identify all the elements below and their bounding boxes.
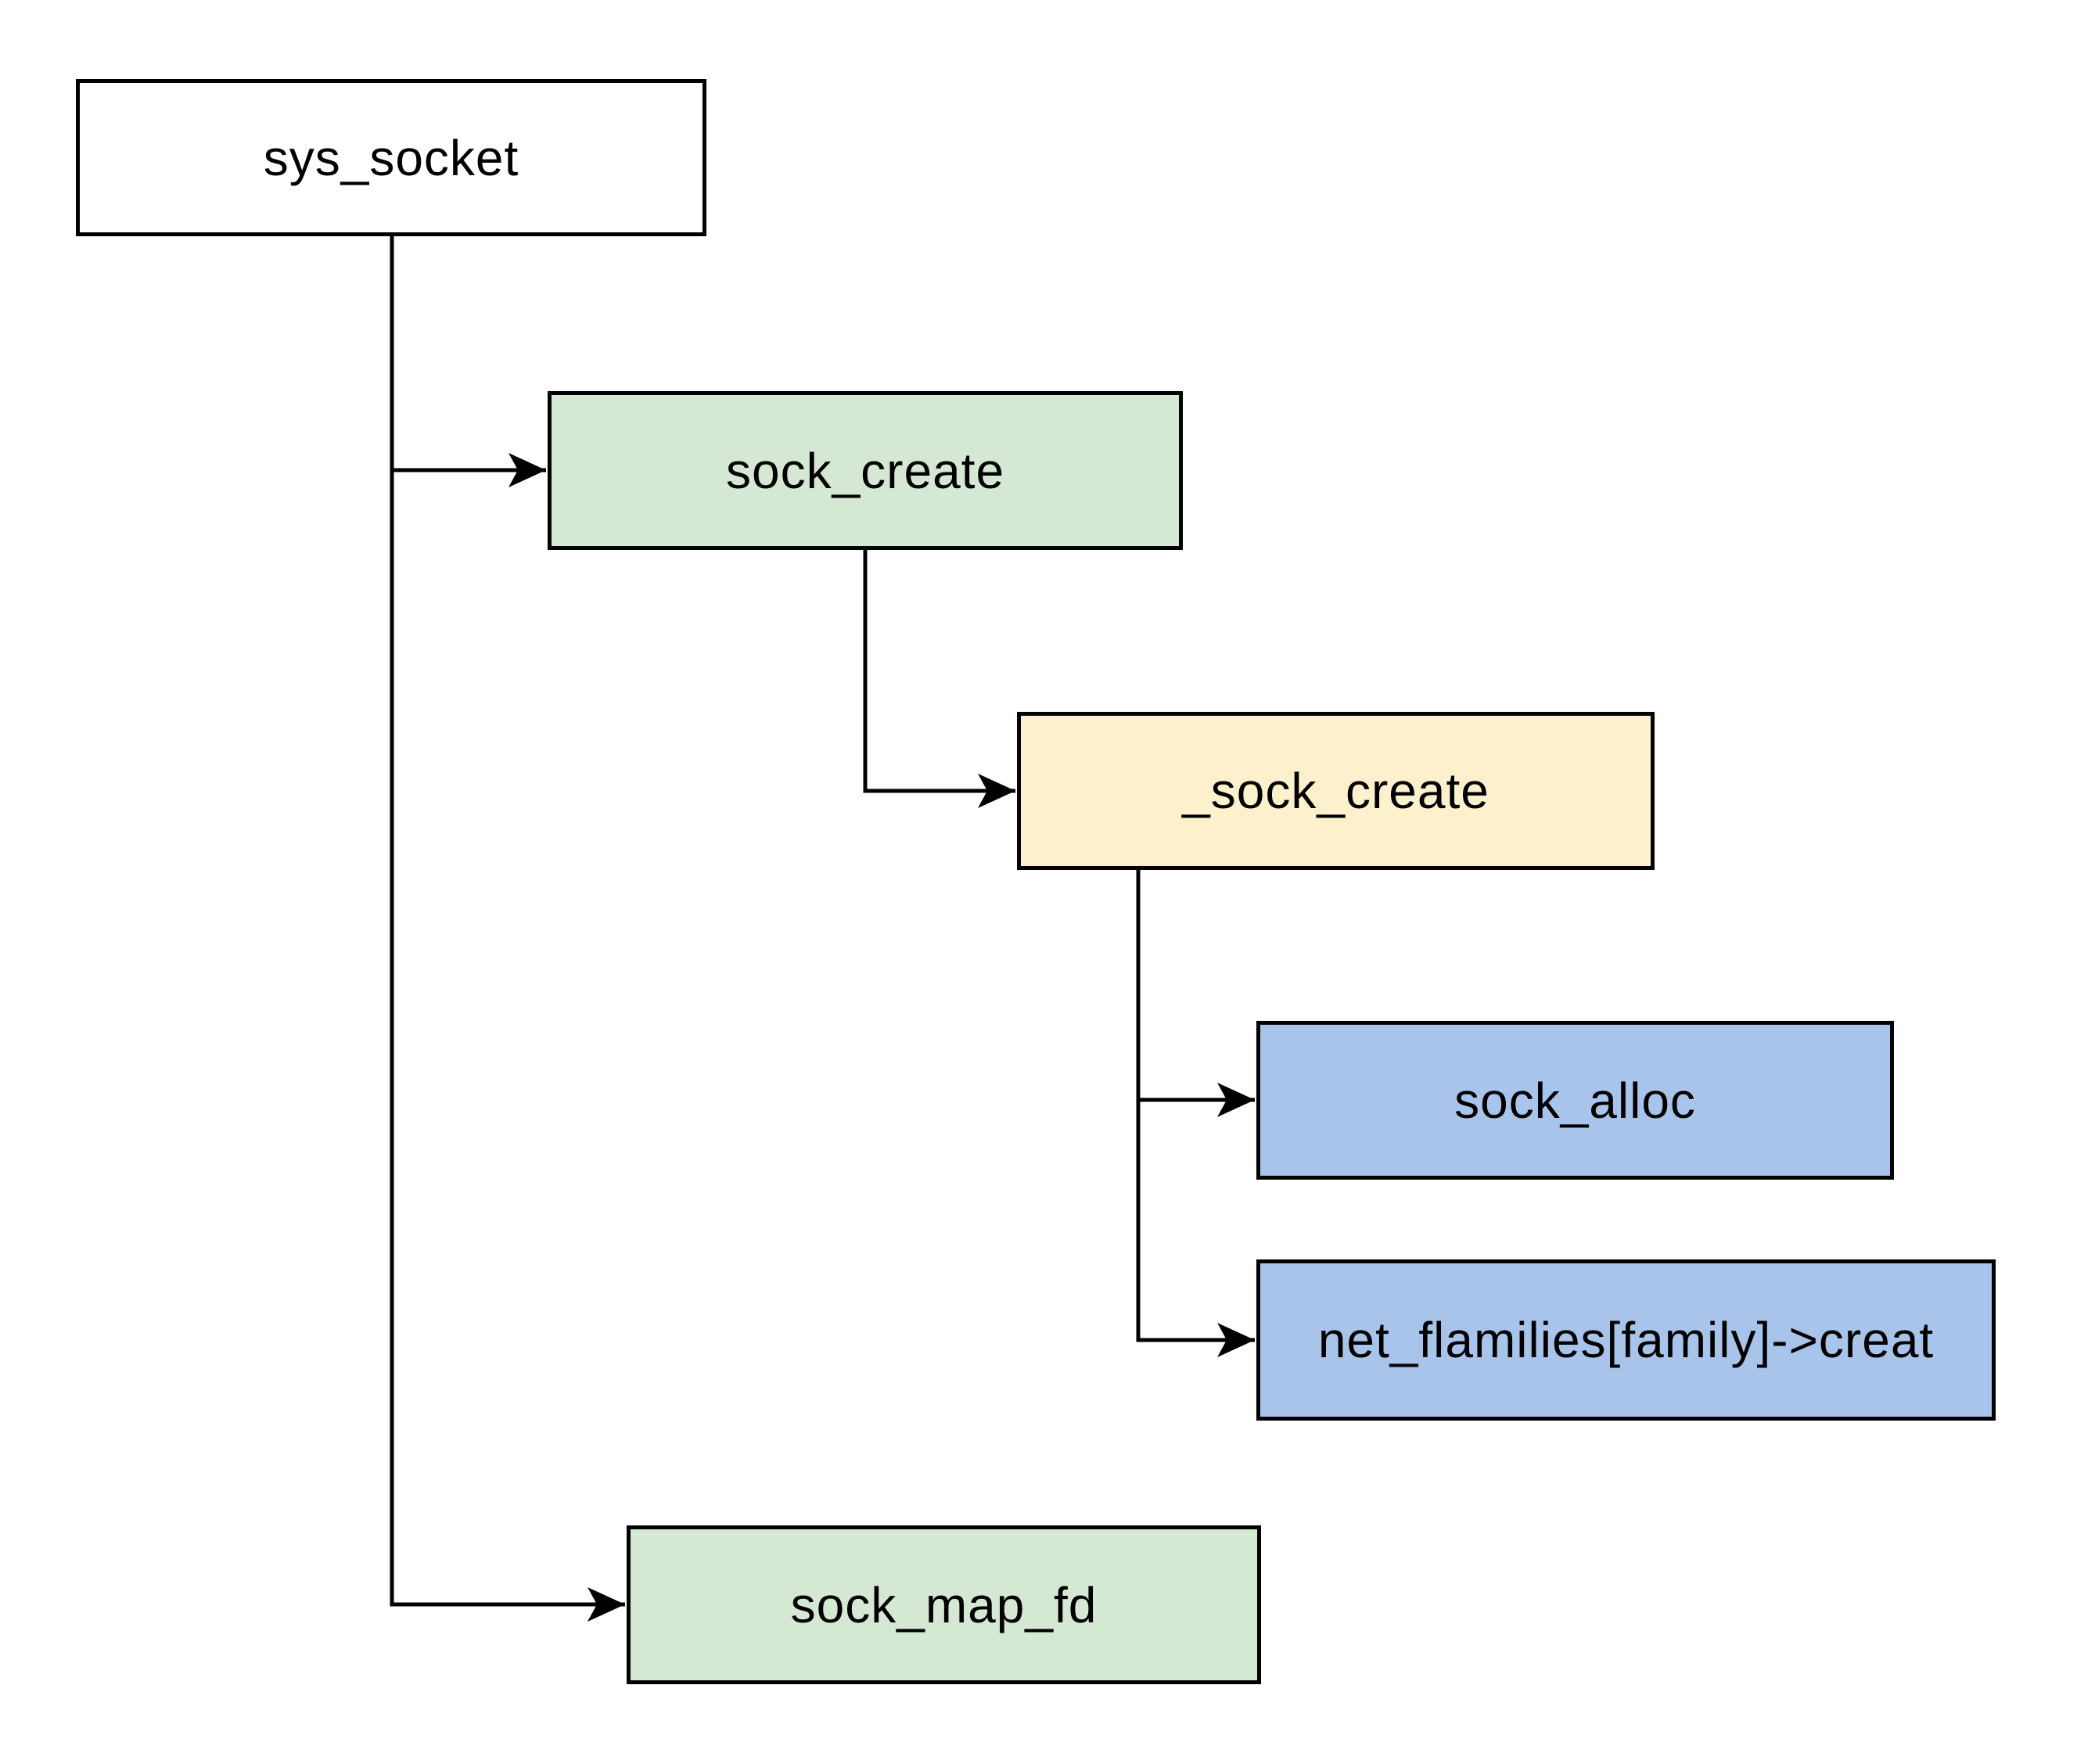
node-sock-map-fd-label: sock_map_fd [790, 1576, 1098, 1633]
node-sys-socket-label: sys_socket [263, 129, 519, 186]
node--sock-create: _sock_create [1017, 712, 1655, 870]
node-sock-create-label: sock_create [725, 442, 1005, 499]
node-sock-alloc-label: sock_alloc [1454, 1072, 1696, 1129]
edge-sock-create-to--sock-create [863, 550, 1015, 808]
edge--sock-create-to-sock-alloc [1136, 870, 1255, 1117]
node-sock-map-fd: sock_map_fd [627, 1525, 1261, 1684]
node-sock-create: sock_create [548, 391, 1183, 550]
node-sock-alloc: sock_alloc [1256, 1021, 1894, 1180]
node-net-families-create: net_flamilies[family]->creat [1256, 1259, 1996, 1421]
node-sys-socket: sys_socket [76, 79, 706, 236]
node--sock-create-label: _sock_create [1182, 763, 1489, 819]
edge-sys-socket-to-sock-map-fd [390, 236, 625, 1622]
node-net-families-create-label: net_flamilies[family]->creat [1317, 1312, 1935, 1368]
edge--sock-create-to-net-families [1136, 1100, 1255, 1357]
